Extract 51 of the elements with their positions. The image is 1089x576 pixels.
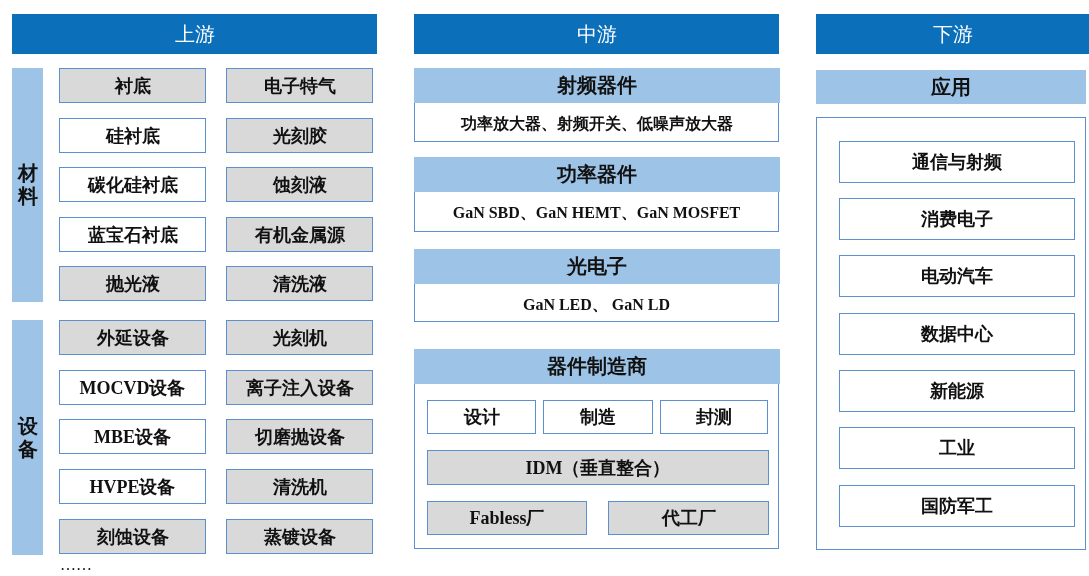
item-box: MBE设备 — [59, 419, 206, 454]
panel-text: GaN LED、 GaN LD — [521, 295, 672, 315]
category-panel — [414, 349, 779, 549]
stage-header: 上游 — [12, 14, 377, 54]
item-box: 工业 — [839, 427, 1075, 469]
panel-header: 光电子 — [413, 248, 780, 284]
item-box: IDM（垂直整合） — [427, 450, 769, 485]
item-box: MOCVD设备 — [59, 370, 206, 405]
item-box: 数据中心 — [839, 313, 1075, 355]
panel-header: 器件制造商 — [413, 348, 780, 384]
item-box: 蓝宝石衬底 — [59, 217, 206, 252]
item-box: 电动汽车 — [839, 255, 1075, 297]
item-box: 代工厂 — [608, 501, 769, 535]
item-box: 制造 — [543, 400, 653, 434]
item-box: 清洗液 — [226, 266, 373, 301]
item-box: 封测 — [660, 400, 768, 434]
item-box: 消费电子 — [839, 198, 1075, 240]
item-box: 蚀刻液 — [226, 167, 373, 202]
panel-header: 射频器件 — [413, 67, 780, 103]
category-band: 设备 — [12, 320, 43, 555]
item-box: 电子特气 — [226, 68, 373, 103]
item-box: 硅衬底 — [59, 118, 206, 153]
item-box: 刻蚀设备 — [59, 519, 206, 554]
item-box: Fabless厂 — [427, 501, 587, 535]
item-box: 新能源 — [839, 370, 1075, 412]
panel-header: 功率器件 — [413, 156, 780, 192]
item-box: 抛光液 — [59, 266, 206, 301]
item-box: 光刻胶 — [226, 118, 373, 153]
category-band: 材料 — [12, 68, 43, 302]
item-box: HVPE设备 — [59, 469, 206, 504]
stage-header: 下游 — [816, 14, 1089, 54]
item-box: 外延设备 — [59, 320, 206, 355]
item-box: 切磨抛设备 — [226, 419, 373, 454]
stage-header: 中游 — [414, 14, 779, 54]
item-box: 离子注入设备 — [226, 370, 373, 405]
category-panel — [414, 68, 779, 142]
note-text: …… — [60, 556, 92, 574]
panel-header: 应用 — [816, 70, 1086, 104]
item-box: 有机金属源 — [226, 217, 373, 252]
item-box: 碳化硅衬底 — [59, 167, 206, 202]
panel-text: 功率放大器、射频开关、低噪声放大器 — [459, 114, 734, 134]
item-box: 蒸镀设备 — [226, 519, 373, 554]
item-box: 通信与射频 — [839, 141, 1075, 183]
item-box: 光刻机 — [226, 320, 373, 355]
item-box: 清洗机 — [226, 469, 373, 504]
panel-text: GaN SBD、GaN HEMT、GaN MOSFET — [451, 203, 742, 223]
item-box: 设计 — [427, 400, 536, 434]
category-panel — [414, 157, 779, 232]
category-panel — [414, 249, 779, 322]
item-box: 衬底 — [59, 68, 206, 103]
item-box: 国防军工 — [839, 485, 1075, 527]
